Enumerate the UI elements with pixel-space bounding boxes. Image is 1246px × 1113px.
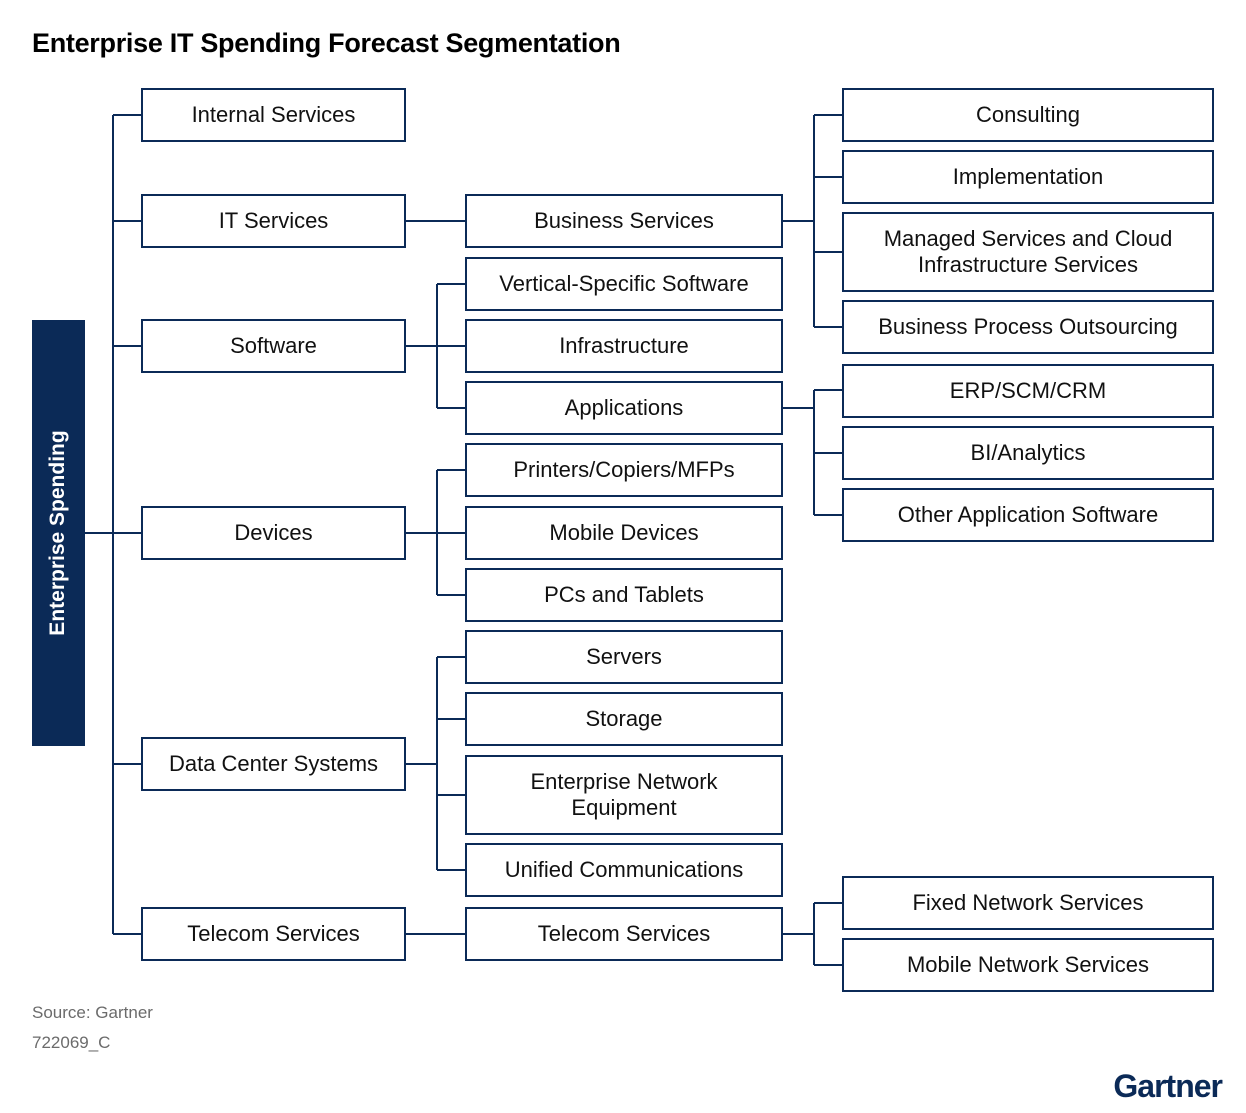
node-unified-communications: Unified Communications: [465, 843, 783, 897]
node-mobile-devices: Mobile Devices: [465, 506, 783, 560]
source-note: Source: Gartner: [32, 1003, 153, 1022]
node-printers-copiers-mfps: Printers/Copiers/MFPs: [465, 443, 783, 497]
node-servers: Servers: [465, 630, 783, 684]
page-title: Enterprise IT Spending Forecast Segmenta…: [32, 28, 621, 58]
node-internal-services: Internal Services: [141, 88, 406, 142]
node-vertical-specific-software: Vertical-Specific Software: [465, 257, 783, 311]
node-bi-analytics: BI/Analytics: [842, 426, 1214, 480]
node-pcs-and-tablets: PCs and Tablets: [465, 568, 783, 622]
node-erp-scm-crm: ERP/SCM/CRM: [842, 364, 1214, 418]
node-consulting: Consulting: [842, 88, 1214, 142]
node-applications: Applications: [465, 381, 783, 435]
node-storage: Storage: [465, 692, 783, 746]
node-infrastructure: Infrastructure: [465, 319, 783, 373]
node-mobile-network-services: Mobile Network Services: [842, 938, 1214, 992]
node-software: Software: [141, 319, 406, 373]
node-devices: Devices: [141, 506, 406, 560]
gartner-logo: Gartner: [1113, 1068, 1223, 1104]
node-implementation: Implementation: [842, 150, 1214, 204]
node-it-services: IT Services: [141, 194, 406, 248]
node-business-process-outsourcing: Business Process Outsourcing: [842, 300, 1214, 354]
node-other-application-software: Other Application Software: [842, 488, 1214, 542]
node-fixed-network-services: Fixed Network Services: [842, 876, 1214, 930]
root-node: Enterprise Spending: [32, 320, 85, 746]
node-enterprise-network-equipment: Enterprise Network Equipment: [465, 755, 783, 835]
figure-code: 722069_C: [32, 1033, 111, 1052]
root-label: Enterprise Spending: [46, 430, 69, 636]
node-telecom-services-sub: Telecom Services: [465, 907, 783, 961]
node-business-services: Business Services: [465, 194, 783, 248]
node-data-center-systems: Data Center Systems: [141, 737, 406, 791]
node-managed-services-cloud: Managed Services and Cloud Infrastructur…: [842, 212, 1214, 292]
node-telecom-services: Telecom Services: [141, 907, 406, 961]
